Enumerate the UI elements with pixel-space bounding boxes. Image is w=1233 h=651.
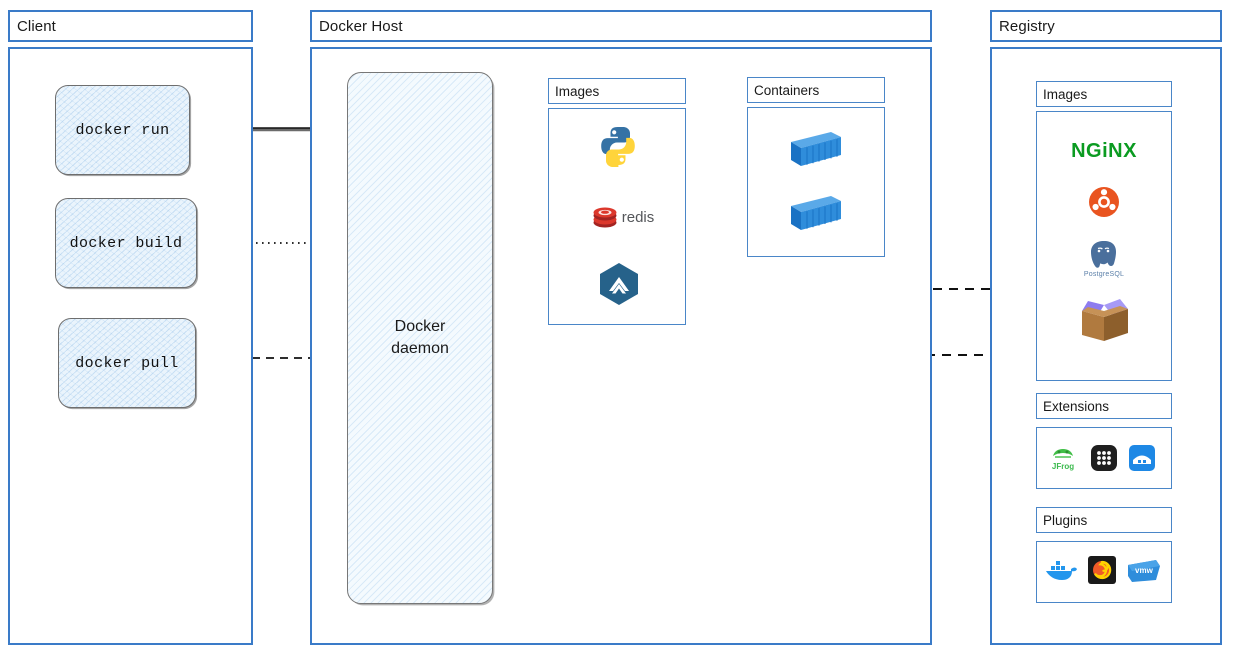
client-panel-header: Client [8,10,253,42]
grid-app-icon [1091,445,1117,471]
registry-plugins-header: Plugins [1036,507,1172,533]
registry-extensions-title: Extensions [1043,398,1110,414]
postgresql-logo: PostgreSQL [1083,236,1125,280]
command-box-docker-build[interactable]: docker build [55,198,197,288]
vmware-logo: vmw [1126,558,1162,584]
command-label: docker pull [75,354,179,372]
jfrog-logo: JFrog [1048,443,1078,473]
command-label: docker build [69,234,183,252]
registry-extensions-header: Extensions [1036,393,1172,419]
jfrog-label: JFrog [1051,461,1075,471]
docker-host-panel-header: Docker Host [310,10,932,42]
registry-panel-header: Registry [990,10,1222,42]
nginx-label: NGiNX [1071,139,1137,162]
host-images-title: Images [555,83,600,99]
container-icon [787,128,845,170]
docker-whale-logo [1044,558,1078,586]
host-images-header: Images [548,78,686,104]
host-containers-title: Containers [754,82,820,98]
command-box-docker-pull[interactable]: docker pull [58,318,196,408]
host-containers-header: Containers [747,77,885,103]
postgresql-label: PostgreSQL [1083,270,1125,278]
package-box-icon [1074,295,1134,347]
python-logo [598,125,638,167]
command-label: docker run [75,121,170,139]
mattermost-logo [598,262,640,306]
docker-daemon-box[interactable]: Docker daemon [347,72,493,604]
registry-images-title: Images [1043,86,1088,102]
registry-panel-title: Registry [999,17,1055,35]
grafana-logo [1088,556,1116,584]
command-box-docker-run[interactable]: docker run [55,85,190,175]
registry-images-header: Images [1036,81,1172,107]
blue-app-icon [1129,445,1155,471]
redis-label: redis [621,208,655,226]
docker-daemon-label: Docker daemon [391,318,449,357]
redis-logo: redis [590,202,656,232]
client-panel-title: Client [17,17,56,35]
container-icon [787,192,845,234]
vmware-label: vmw [1135,566,1153,575]
host-containers-body [747,107,885,257]
ubuntu-logo [1088,186,1120,218]
registry-plugins-title: Plugins [1043,512,1088,528]
docker-host-panel-title: Docker Host [319,17,403,35]
nginx-logo: NGiNX [1062,138,1146,164]
